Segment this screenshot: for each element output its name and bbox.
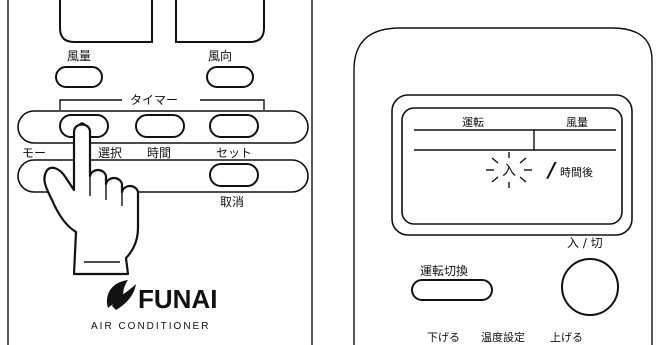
timer-group-label: タイマー — [130, 93, 178, 107]
airflow-label: 風量 — [67, 49, 91, 63]
right-remote-body — [353, 27, 653, 345]
timer-row-frame — [17, 110, 309, 144]
cancel-row-frame — [17, 159, 309, 193]
temp-setting-label: 温度設定 — [481, 330, 525, 344]
blinking-indicator-icon — [486, 152, 532, 188]
mode-select-label-b: 選択 — [98, 146, 122, 160]
mode-switch-label: 運転切換 — [420, 264, 468, 278]
display-operation-label: 運転 — [462, 116, 484, 129]
time-button[interactable] — [135, 114, 185, 138]
top-left-button[interactable] — [59, 0, 153, 43]
airflow-button[interactable] — [55, 66, 103, 88]
set-button[interactable] — [209, 114, 259, 138]
cancel-label: 取消 — [220, 195, 244, 209]
funai-logo-mark-icon — [106, 280, 136, 310]
timer-bracket-right — [200, 99, 265, 110]
brand-subtitle: AIR CONDITIONER — [91, 321, 210, 332]
display-timer-digit: / — [546, 158, 557, 182]
display-outer-frame — [391, 94, 633, 236]
timer-bracket-left — [59, 99, 122, 110]
set-label: セット — [216, 146, 252, 160]
temp-up-label: 上げる — [550, 331, 583, 344]
display-on-indicator: 入 — [502, 163, 516, 179]
power-button[interactable] — [561, 258, 619, 316]
display-airflow-label: 風量 — [566, 116, 588, 129]
mode-select-label-a: モー — [22, 146, 46, 160]
mode-switch-button[interactable] — [411, 279, 493, 301]
left-remote: 風量 風向 タイマー モー 選択 時間 セット 取消 — [7, 0, 313, 345]
direction-label: 風向 — [208, 48, 232, 63]
cancel-button[interactable] — [209, 163, 259, 187]
display-hours-after: 時間後 — [560, 165, 593, 179]
brand-name: FUNAI — [138, 284, 217, 314]
time-label: 時間 — [147, 146, 171, 160]
top-right-button[interactable] — [175, 0, 265, 43]
right-remote: 運転 風量 入 / 時間後 入 / 切 運転切換 下げる 温度設定 上げる — [353, 27, 653, 345]
display-inner-frame — [401, 107, 623, 225]
pointing-hand-icon — [43, 122, 140, 276]
funai-logo: FUNAI — [106, 280, 217, 314]
direction-button[interactable] — [206, 66, 254, 88]
temp-down-label: 下げる — [427, 331, 460, 344]
power-label: 入 / 切 — [567, 236, 603, 250]
